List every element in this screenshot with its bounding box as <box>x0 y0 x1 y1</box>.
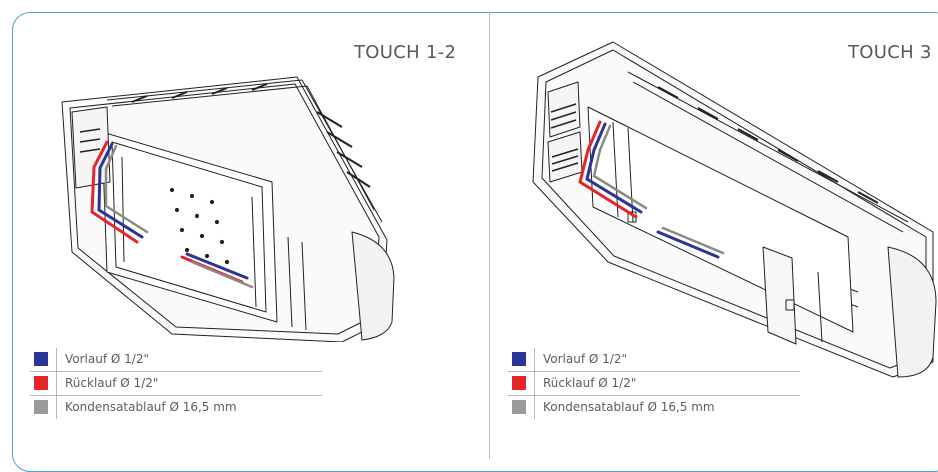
supply-swatch <box>34 352 48 366</box>
panel-touch-1-2: TOUCH 1-2 <box>12 12 489 459</box>
condensate-swatch <box>512 400 526 414</box>
legend-separator <box>534 348 535 371</box>
fan-coil-unit-drawing <box>61 76 395 342</box>
legend-row-condensate: Kondensatablauf Ø 16,5 mm <box>508 396 800 419</box>
legend-row-condensate: Kondensatablauf Ø 16,5 mm <box>30 396 322 419</box>
legend-label: Rücklauf Ø 1/2" <box>543 376 637 390</box>
pipe-legend: Vorlauf Ø 1/2" Rücklauf Ø 1/2" Kondensat… <box>508 348 800 419</box>
legend-label: Rücklauf Ø 1/2" <box>65 376 159 390</box>
return-swatch <box>512 376 526 390</box>
panel-title: TOUCH 1-2 <box>354 42 457 63</box>
legend-separator <box>56 372 57 395</box>
legend-separator <box>56 396 57 419</box>
legend-separator <box>534 372 535 395</box>
legend-label: Vorlauf Ø 1/2" <box>543 352 627 366</box>
legend-label: Kondensatablauf Ø 16,5 mm <box>543 400 715 414</box>
panel-title: TOUCH 3 <box>848 42 932 63</box>
panel-divider <box>489 12 490 459</box>
fan-coil-unit-drawing <box>532 41 937 378</box>
return-swatch <box>34 376 48 390</box>
legend-row-return: Rücklauf Ø 1/2" <box>30 372 322 396</box>
legend-label: Kondensatablauf Ø 16,5 mm <box>65 400 237 414</box>
condensate-swatch <box>34 400 48 414</box>
legend-row-supply: Vorlauf Ø 1/2" <box>30 348 322 372</box>
panel-touch-3: TOUCH 3 <box>490 12 938 459</box>
legend-label: Vorlauf Ø 1/2" <box>65 352 149 366</box>
supply-swatch <box>512 352 526 366</box>
legend-row-return: Rücklauf Ø 1/2" <box>508 372 800 396</box>
legend-separator <box>56 348 57 371</box>
pipe-legend: Vorlauf Ø 1/2" Rücklauf Ø 1/2" Kondensat… <box>30 348 322 419</box>
legend-row-supply: Vorlauf Ø 1/2" <box>508 348 800 372</box>
legend-separator <box>534 396 535 419</box>
